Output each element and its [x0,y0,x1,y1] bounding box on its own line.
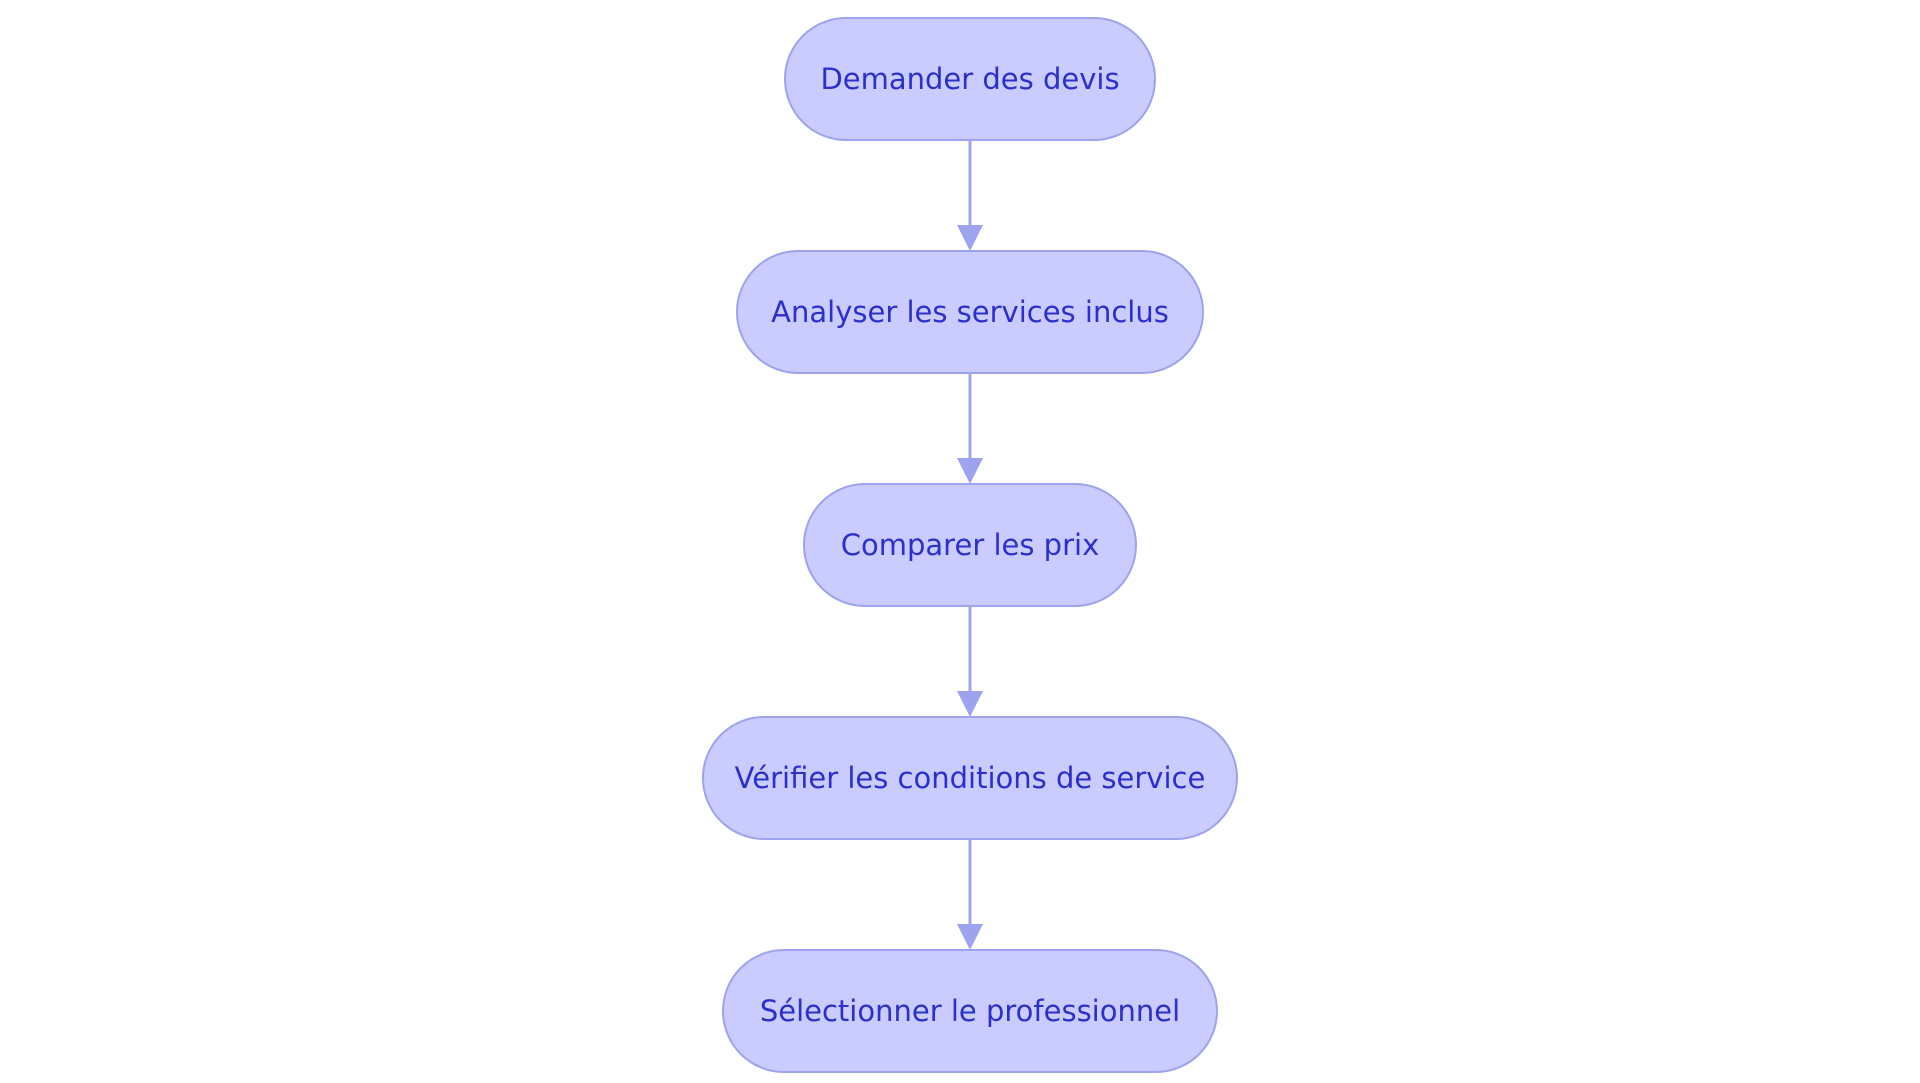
arrowhead-icon [957,458,983,484]
flow-node-2: Analyser les services inclus [736,250,1204,374]
node-label: Vérifier les conditions de service [735,761,1206,795]
node-label: Demander des devis [820,62,1119,96]
flow-node-5: Sélectionner le professionnel [722,949,1218,1073]
arrowhead-icon [957,691,983,717]
node-label: Comparer les prix [841,528,1099,562]
node-shape [722,949,1218,1073]
node-shape [702,716,1238,840]
edge-arrow-2 [957,373,983,484]
edge-arrow-3 [957,606,983,717]
flow-node-3: Comparer les prix [803,483,1137,607]
edge-arrow-1 [957,140,983,251]
flow-node-1: Demander des devis [784,17,1156,141]
node-label: Sélectionner le professionnel [760,994,1180,1028]
node-label: Analyser les services inclus [771,295,1169,329]
arrowhead-icon [957,225,983,251]
edge-arrow-4 [957,839,983,950]
node-shape [803,483,1137,607]
flow-node-4: Vérifier les conditions de service [702,716,1238,840]
node-shape [736,250,1204,374]
node-shape [784,17,1156,141]
edges-layer [957,140,983,950]
arrowhead-icon [957,924,983,950]
